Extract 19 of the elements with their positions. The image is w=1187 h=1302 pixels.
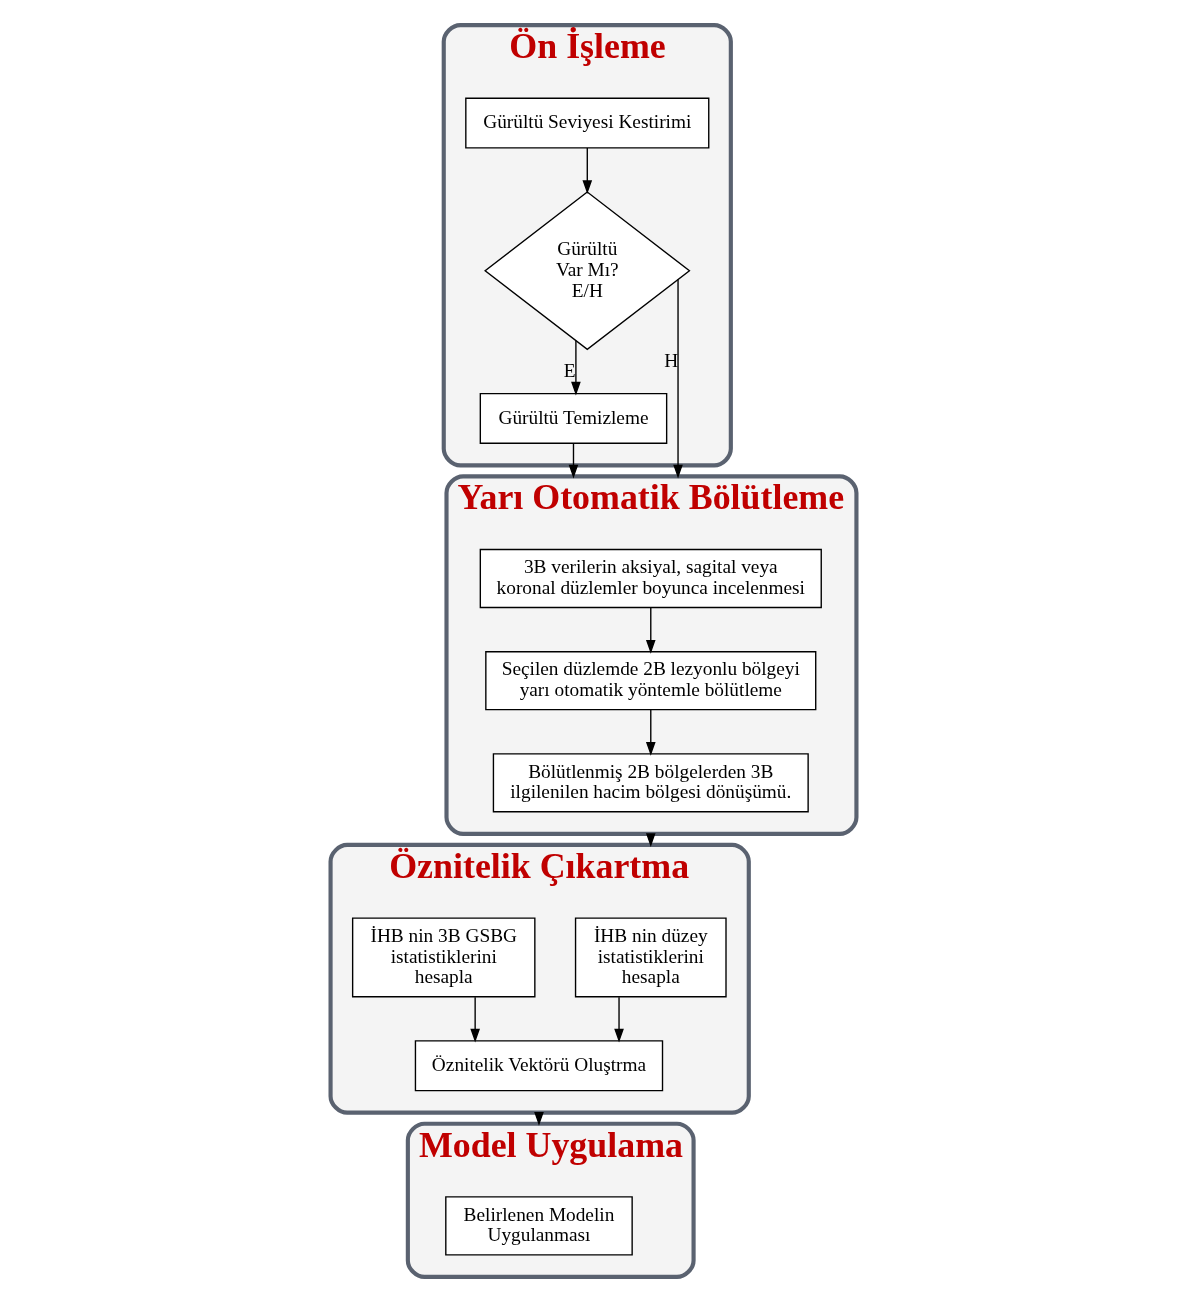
node-diamond: Gürültü Var Mı? E/H	[484, 191, 691, 351]
node-box: Bölütlenmiş 2B bölgelerden 3B ilgilenilen hacim bölgesi dönüşümü.	[492, 753, 809, 813]
node-box: Öznitelik Vektörü Oluştrma	[414, 1040, 664, 1092]
arrow	[614, 996, 624, 1043]
node-box: İHB nin 3B GSBG istatistiklerini hesapla	[351, 917, 536, 998]
arrow	[645, 606, 656, 654]
arrow	[582, 147, 593, 195]
node-box: Belirlenen Modelin Uygulanması	[445, 1196, 633, 1256]
arrow	[645, 708, 656, 756]
node-box: 3B verilerin aksiyal, sagital veya koronal düzlemler boyunca incelenmesi	[479, 548, 822, 609]
node-box: Seçilen düzlemde 2B lezyonlu bölgeyi yarı otomatik yöntemle bölütleme	[485, 651, 817, 711]
arrow	[673, 278, 683, 479]
node-box: Gürültü Seviyesi Kestirimi	[465, 97, 710, 149]
arrow	[571, 340, 581, 396]
node-box: Gürültü Temizleme	[479, 392, 668, 444]
arrow	[470, 996, 480, 1043]
node-box: İHB nin düzey istatistiklerini hesapla	[574, 917, 727, 998]
arrow	[568, 442, 579, 479]
edge-label: E	[563, 360, 576, 382]
